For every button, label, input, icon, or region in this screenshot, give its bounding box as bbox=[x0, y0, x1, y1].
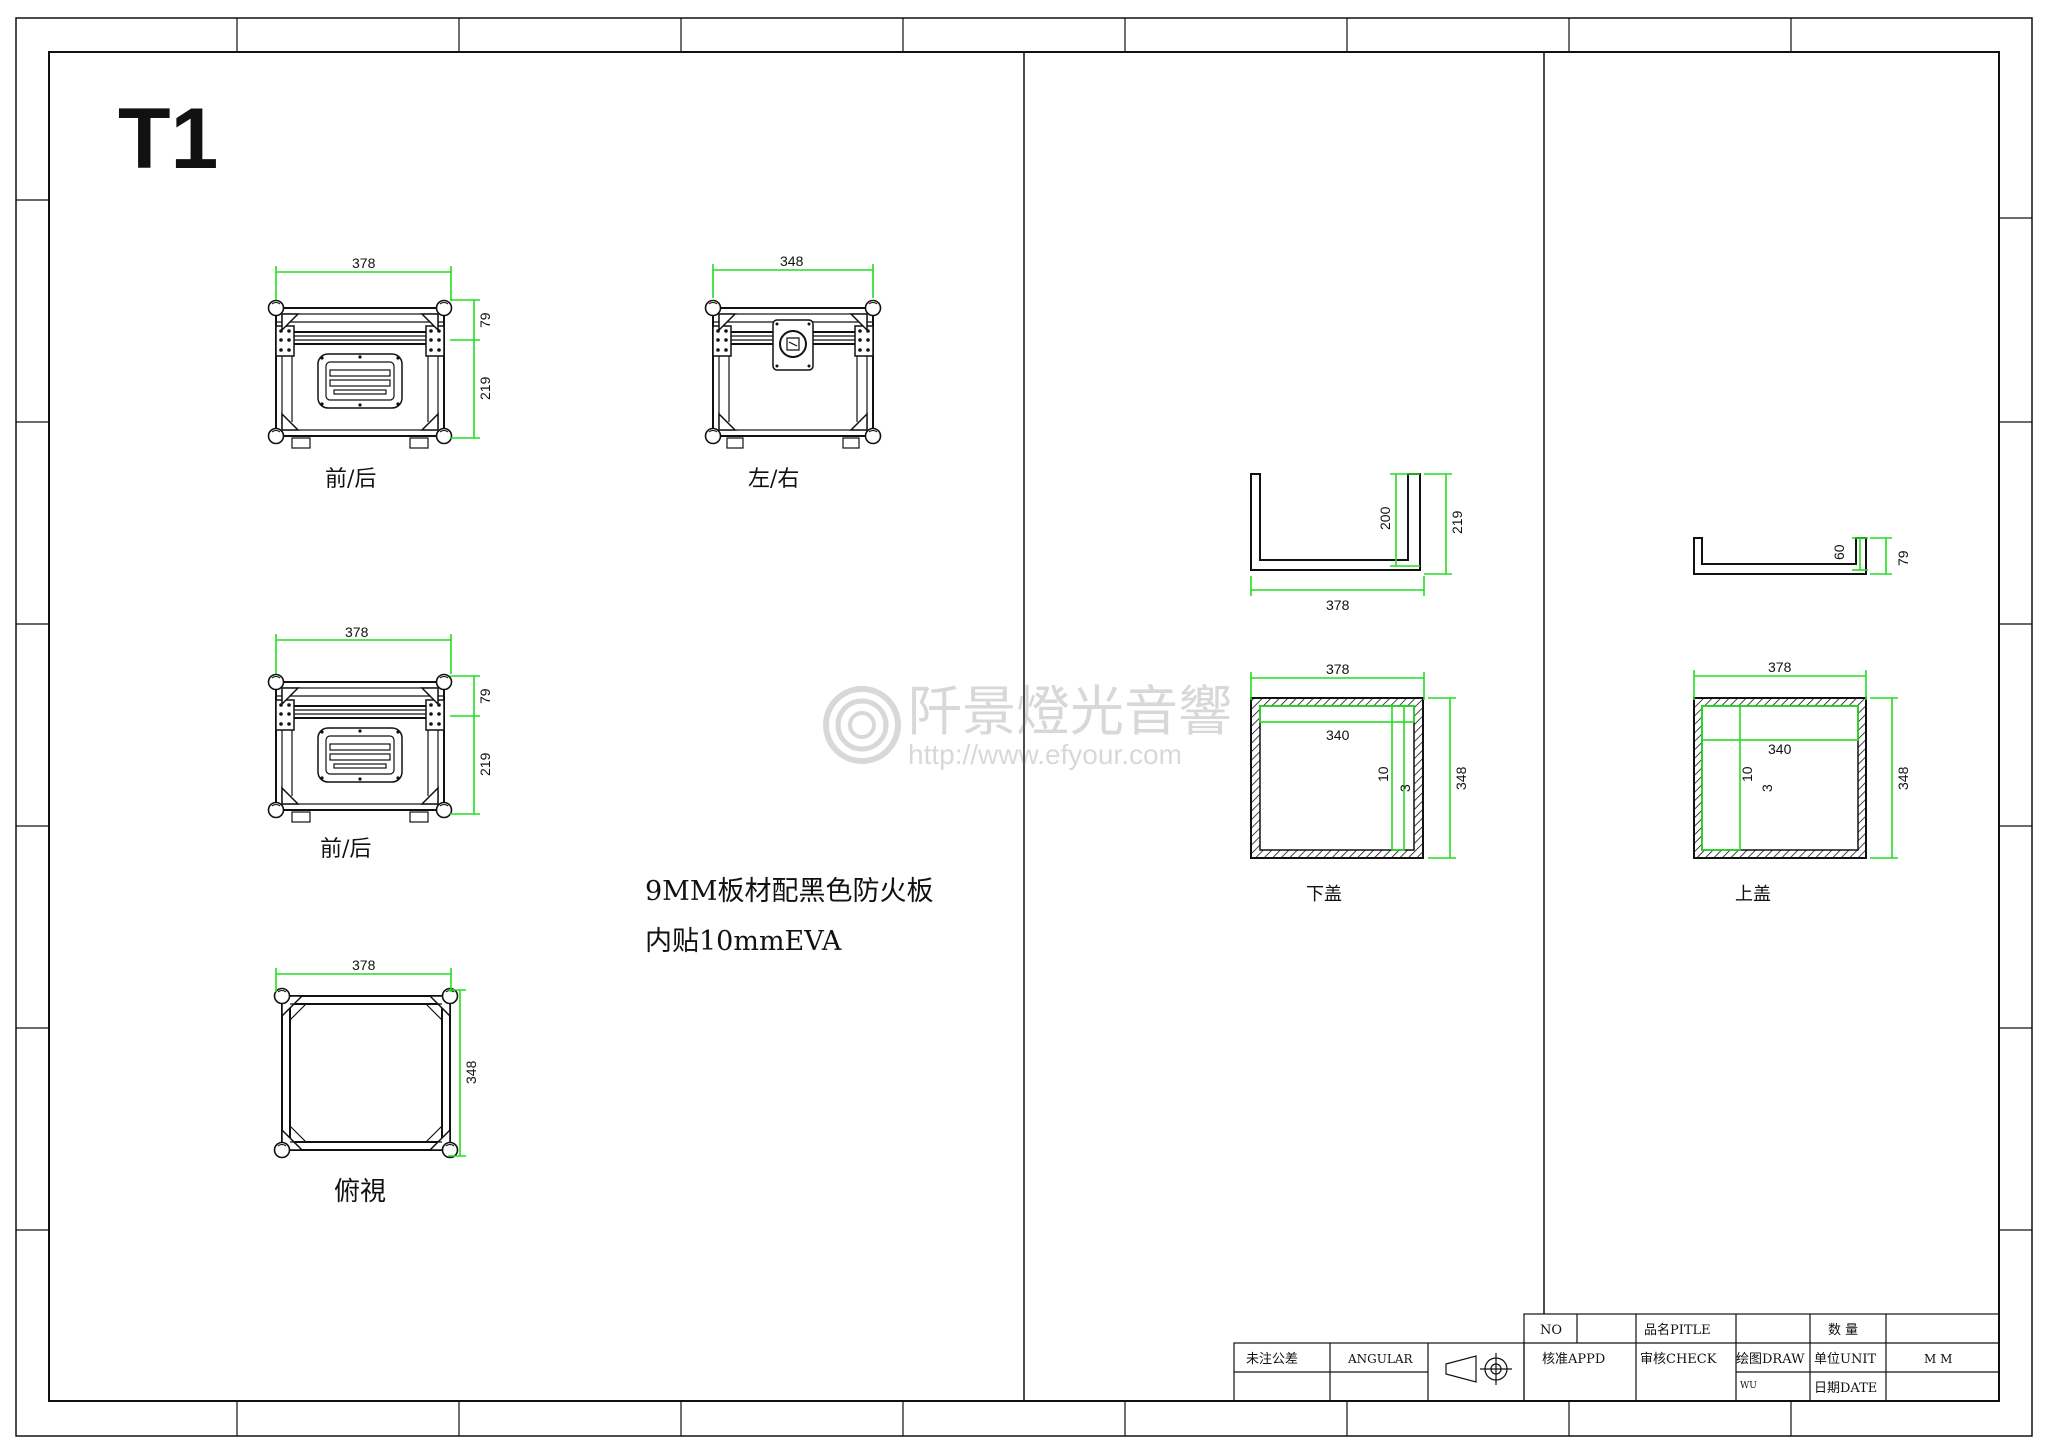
title-block-part-name: 品名PITLE bbox=[1644, 1322, 1711, 1338]
note-line-1: 9MM板材配黑色防火板 bbox=[645, 876, 933, 907]
front-view-1-label: 前/后 bbox=[325, 467, 376, 492]
front-view-2-bottom-height: 219 bbox=[477, 752, 493, 776]
front-view-2-width: 378 bbox=[345, 624, 369, 640]
top-view-width: 378 bbox=[352, 957, 376, 973]
front-view-1: 378 79 219 前/后 bbox=[269, 255, 493, 492]
upper-plan-depth: 348 bbox=[1895, 766, 1911, 790]
watermark-name: 阡景燈光音響 bbox=[908, 680, 1232, 743]
side-view-label: 左/右 bbox=[748, 467, 799, 492]
title-block-angular: ANGULAR bbox=[1347, 1352, 1414, 1366]
lower-plan-depth: 348 bbox=[1453, 766, 1469, 790]
upper-profile-inner-height: 60 bbox=[1831, 544, 1847, 560]
upper-plan-label: 上盖 bbox=[1735, 884, 1771, 905]
upper-profile-outer-height: 79 bbox=[1895, 550, 1911, 566]
upper-plan-inner-width: 340 bbox=[1768, 741, 1792, 757]
front-view-2-top-height: 79 bbox=[477, 688, 493, 704]
title-block-checked: 审核CHECK bbox=[1640, 1352, 1717, 1367]
front-view-2: 378 79 219 前/后 bbox=[269, 624, 493, 862]
title-block-drawn: 绘图DRAW bbox=[1736, 1352, 1805, 1367]
lower-lid-plan: 378 340 10 3 348 下盖 bbox=[1250, 661, 1469, 905]
drawing-title: T1 bbox=[118, 91, 218, 187]
upper-plan-wall: 10 bbox=[1739, 766, 1755, 782]
side-view-width: 348 bbox=[780, 253, 804, 269]
side-view bbox=[704, 299, 882, 449]
front-view-2-label: 前/后 bbox=[320, 837, 371, 862]
note-line-2: 内贴10mmEVA bbox=[645, 926, 842, 957]
upper-lid-profile: 60 79 bbox=[1693, 537, 1911, 575]
title-block-unit-value: M M bbox=[1924, 1352, 1952, 1366]
watermark-url: http://www.efyour.com bbox=[908, 739, 1182, 770]
lower-profile-width: 378 bbox=[1326, 597, 1350, 613]
lower-plan-gap: 3 bbox=[1397, 784, 1413, 792]
top-view-dimensions: 378 348 bbox=[275, 957, 479, 1157]
title-block-no: NO bbox=[1540, 1323, 1562, 1338]
upper-plan-gap: 3 bbox=[1759, 784, 1775, 792]
material-notes: 9MM板材配黑色防火板 内贴10mmEVA bbox=[645, 876, 933, 957]
front-view-1-top-height: 79 bbox=[477, 312, 493, 328]
title-block-approved: 核准APPD bbox=[1542, 1352, 1605, 1367]
top-view-label: 俯視 bbox=[334, 1177, 386, 1207]
lower-plan-label: 下盖 bbox=[1306, 884, 1342, 905]
front-view-2-height-dimension: 79 219 bbox=[450, 675, 493, 815]
upper-plan-width: 378 bbox=[1768, 659, 1792, 675]
watermark-logo-icon bbox=[823, 686, 901, 764]
front-view-2-width-dimension: 378 bbox=[275, 624, 452, 674]
title-block-drawn-by: WU bbox=[1740, 1381, 1757, 1391]
title-block-unit-label: 单位UNIT bbox=[1814, 1352, 1876, 1367]
title-block-tolerance: 未注公差 bbox=[1246, 1352, 1298, 1367]
watermark: 阡景燈光音響 http://www.efyour.com bbox=[823, 680, 1232, 770]
top-view-depth: 348 bbox=[463, 1060, 479, 1084]
lower-profile-inner-height: 200 bbox=[1377, 506, 1393, 530]
upper-lid-plan: 378 340 10 3 348 上盖 bbox=[1693, 659, 1911, 905]
lower-profile-outer-height: 219 bbox=[1449, 510, 1465, 534]
lower-lid-profile: 200 219 378 bbox=[1250, 473, 1465, 613]
lower-plan-wall: 10 bbox=[1375, 766, 1391, 782]
title-block-date-label: 日期DATE bbox=[1814, 1381, 1877, 1396]
front-view-1-bottom-height: 219 bbox=[477, 376, 493, 400]
title-block-quantity: 数 量 bbox=[1828, 1323, 1858, 1338]
title-block: NO 品名PITLE 数 量 未注公差 ANGULAR 核准APPD 审核CHE… bbox=[1233, 1313, 2000, 1402]
sheet-frame bbox=[15, 17, 2033, 1437]
lower-plan-width: 378 bbox=[1326, 661, 1350, 677]
front-view-1-width-dimension: 378 bbox=[275, 255, 452, 300]
top-view bbox=[273, 987, 459, 1159]
lower-plan-inner-width: 340 bbox=[1326, 727, 1350, 743]
side-view-width-dimension: 348 bbox=[712, 253, 874, 298]
projection-symbol-icon bbox=[1445, 1353, 1512, 1385]
front-view-1-width: 378 bbox=[352, 255, 376, 271]
front-view-1-height-dimension: 79 219 bbox=[450, 299, 493, 439]
